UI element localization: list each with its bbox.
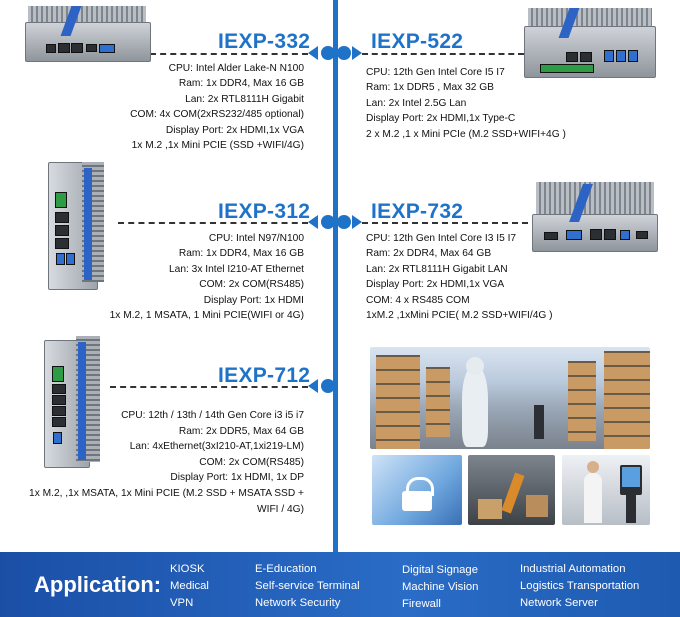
application-item: Self-service Terminal	[255, 580, 360, 592]
product-title-iexp-312: IEXP-312	[218, 200, 311, 223]
product-title-iexp-732: IEXP-732	[371, 200, 464, 223]
network-security-photo	[372, 455, 462, 525]
application-item: VPN	[170, 597, 194, 609]
timeline-node	[337, 215, 351, 229]
spec-line: Lan: 3x Intel I210-AT Ethernet	[169, 263, 304, 275]
arrow-right-icon	[352, 215, 362, 229]
spec-line: Lan: 2x RTL8111H Gigabit	[185, 93, 304, 105]
spec-list-iexp-732: CPU: 12th Gen Intel Core I3 I5 I7 Ram: 2…	[366, 231, 553, 323]
spec-line: Display Port: 2x HDMI,1x VGA	[366, 279, 505, 291]
spec-line: Display Port: 1x HDMI	[203, 294, 304, 306]
spec-line: 2 x M.2 ,1 x Mini PCIe (M.2 SSD+WIFI+4G …	[366, 128, 566, 140]
spec-line: CPU: Intel Alder Lake-N N100	[168, 63, 304, 74]
connector-dash	[150, 53, 308, 55]
spec-line: Display Port: 2x HDMI,1x Type-C	[366, 113, 516, 125]
spec-line: CPU: 12th / 13th / 14th Gen Core i3 i5 i…	[121, 410, 304, 421]
application-item: Machine Vision	[402, 581, 479, 593]
arrow-left-icon	[308, 379, 318, 393]
application-item: Industrial Automation	[520, 563, 626, 575]
spec-line: 1x M.2, ,1x MSATA, 1x Mini PCIE (M.2 SSD…	[29, 487, 304, 499]
application-item: Digital Signage	[402, 564, 478, 576]
application-item: Network Server	[520, 597, 598, 609]
timeline-node	[321, 215, 335, 229]
spec-list-iexp-522: CPU: 12th Gen Intel Core I5 I7 Ram: 1x D…	[366, 65, 566, 142]
application-item: Firewall	[402, 598, 441, 610]
connector-dash	[118, 222, 308, 224]
spec-list-iexp-312: CPU: Intel N97/N100 Ram: 1x DDR4, Max 16…	[110, 231, 304, 323]
spec-line: CPU: 12th Gen Intel Core I5 I7	[366, 67, 505, 78]
product-title-iexp-332: IEXP-332	[218, 30, 311, 53]
spec-line: COM: 4 x RS485 COM	[366, 294, 470, 306]
spec-line: 1xM.2 ,1xMini PCIE( M.2 SSD+WIFI/4G )	[366, 310, 553, 322]
timeline-line	[333, 0, 338, 552]
spec-line: Ram: 2x DDR4, Max 64 GB	[366, 248, 492, 260]
spec-line: WIFI / 4G)	[257, 503, 304, 515]
spec-line: Ram: 2x DDR5, Max 64 GB	[178, 425, 304, 437]
arrow-right-icon	[352, 46, 362, 60]
industrial-automation-photo	[468, 455, 555, 525]
spec-line: Ram: 1x DDR4, Max 16 GB	[178, 248, 304, 260]
application-item: Logistics Transportation	[520, 580, 640, 592]
connector-dash	[362, 53, 524, 55]
timeline-node	[337, 46, 351, 60]
warehouse-robot-photo	[370, 347, 650, 449]
spec-line: Lan: 2x Intel 2.5G Lan	[366, 97, 467, 109]
application-item: E-Education	[255, 563, 317, 575]
spec-line: Display Port: 2x HDMI,1x VGA	[165, 124, 304, 136]
spec-line: COM: 2x COM(RS485)	[199, 456, 304, 468]
arrow-left-icon	[308, 215, 318, 229]
spec-line: CPU: Intel N97/N100	[208, 233, 304, 244]
application-item: Medical	[170, 580, 209, 592]
timeline-node	[321, 46, 335, 60]
application-footer	[0, 552, 680, 617]
application-title: Application:	[34, 572, 162, 597]
connector-dash	[110, 386, 308, 388]
spec-line: Display Port: 1x HDMI, 1x DP	[170, 472, 304, 484]
spec-line: Lan: 4xEthernet(3xI210-AT,1xi219-LM)	[129, 441, 304, 453]
spec-line: COM: 4x COM(2xRS232/485 optional)	[130, 109, 304, 121]
spec-line: 1x M.2 ,1x Mini PCIE (SSD +WIFI/4G)	[131, 140, 304, 152]
timeline-node	[321, 379, 335, 393]
spec-line: COM: 2x COM(RS485)	[199, 279, 304, 291]
kiosk-photo	[562, 455, 650, 525]
spec-line: Ram: 1x DDR4, Max 16 GB	[178, 78, 304, 90]
connector-dash	[362, 222, 528, 224]
spec-line: Ram: 1x DDR5 , Max 32 GB	[366, 82, 494, 94]
product-title-iexp-522: IEXP-522	[371, 30, 464, 53]
product-title-iexp-712: IEXP-712	[218, 364, 311, 387]
application-item: KIOSK	[170, 563, 205, 575]
spec-line: Lan: 2x RTL8111H Gigabit LAN	[366, 263, 508, 275]
spec-list-iexp-332: CPU: Intel Alder Lake-N N100 Ram: 1x DDR…	[130, 61, 304, 153]
application-item: Network Security	[255, 597, 341, 609]
spec-line: 1x M.2, 1 MSATA, 1 Mini PCIE(WIFI or 4G)	[109, 310, 304, 322]
arrow-left-icon	[308, 46, 318, 60]
spec-line: CPU: 12th Gen Intel Core I3 I5 I7	[366, 233, 517, 244]
spec-list-iexp-712: CPU: 12th / 13th / 14th Gen Core i3 i5 i…	[29, 408, 304, 517]
